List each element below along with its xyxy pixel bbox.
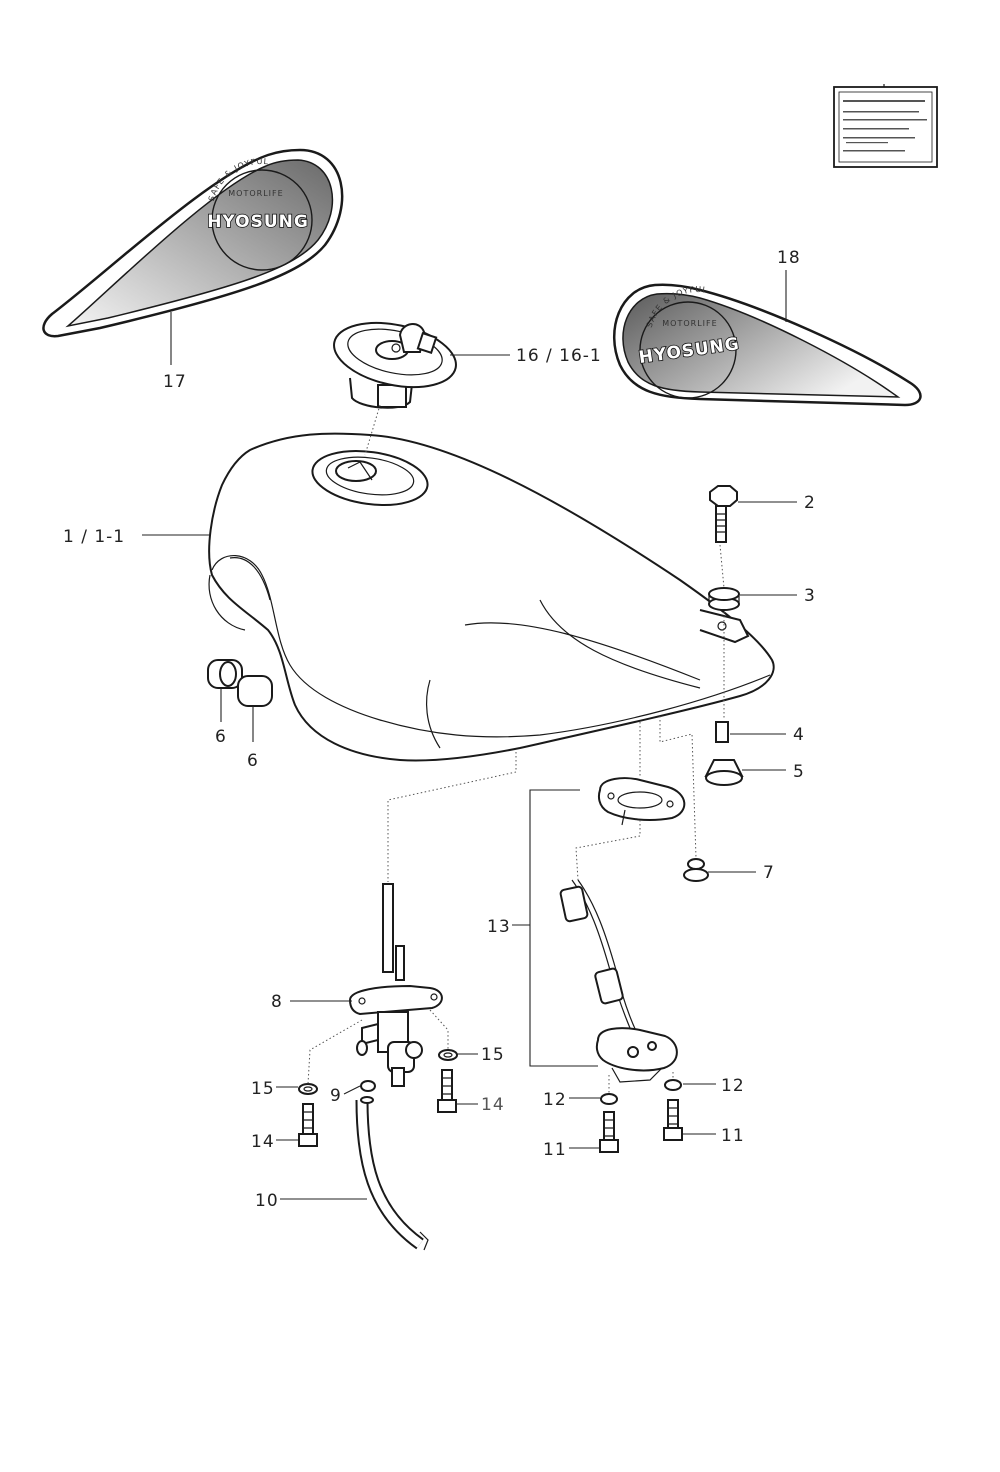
callout-14-right: 14 [481,1095,505,1115]
callout-3: 3 [804,586,816,606]
screw-14-right [437,1069,457,1113]
callout-12-right: 12 [721,1076,745,1096]
grommet-7 [683,858,709,882]
fuel-cock [348,883,443,1087]
washer-15-right [438,1049,458,1061]
hyosung-logo-left: HYOSUNG [207,212,309,232]
callout-13: 13 [487,917,511,937]
callout-11-left: 11 [543,1140,567,1160]
fuel-sender-gasket [598,777,686,826]
callout-18: 18 [777,248,801,268]
emblem-arc-bottom-text: MOTORLIFE [228,189,283,198]
washer-12-left [600,1093,618,1105]
caution-label [833,84,938,168]
callout-12-left: 12 [543,1090,567,1110]
callout-9: 9 [330,1086,342,1106]
callout-15-right: 15 [481,1045,505,1065]
callout-labels: 1 / 1-1 2 3 4 5 6 6 7 8 9 10 11 11 12 12… [63,248,816,1211]
callout-6-left: 6 [215,727,227,747]
leader-lines [142,270,797,1200]
callout-17: 17 [163,372,187,392]
rubber-grommet-5 [704,759,744,786]
collar-4 [715,721,729,743]
screw-11-left [599,1111,619,1153]
fuel-hose [355,1096,429,1251]
o-ring-9 [360,1080,376,1092]
callout-16: 16 / 16-1 [516,346,602,366]
cushion-6-right [237,675,273,707]
rubber-cushion-3 [708,587,740,611]
bolt-2 [709,485,738,543]
callout-8: 8 [271,992,283,1012]
callout-6-right: 6 [247,751,259,771]
callout-5: 5 [793,762,805,782]
right-tank-emblem-decal: SAFE & JOYFUL MOTORLIFE HYOSUNG [612,283,922,407]
fuel-tank [208,432,775,762]
washer-15-left [298,1083,318,1095]
callout-15-left: 15 [251,1079,275,1099]
emblem-arc-bottom-text-right: MOTORLIFE [662,319,717,328]
washer-12-right [664,1079,682,1091]
fuel-level-sensor [559,879,678,1083]
cushion-6-left [207,659,243,689]
callout-1: 1 / 1-1 [63,527,125,547]
callout-10: 10 [255,1191,279,1211]
callout-2: 2 [804,493,816,513]
callout-14-left: 14 [251,1132,275,1152]
screw-14-left [298,1103,318,1147]
left-tank-emblem-decal: SAFE & JOYFUL MOTORLIFE HYOSUNG [42,148,344,338]
assembly-guide-lines [307,404,725,1094]
callout-11-right: 11 [721,1126,745,1146]
fuel-cap-assembly [333,321,457,409]
screw-11-right [663,1099,683,1141]
callout-4: 4 [793,725,805,745]
callout-7: 7 [763,863,775,883]
